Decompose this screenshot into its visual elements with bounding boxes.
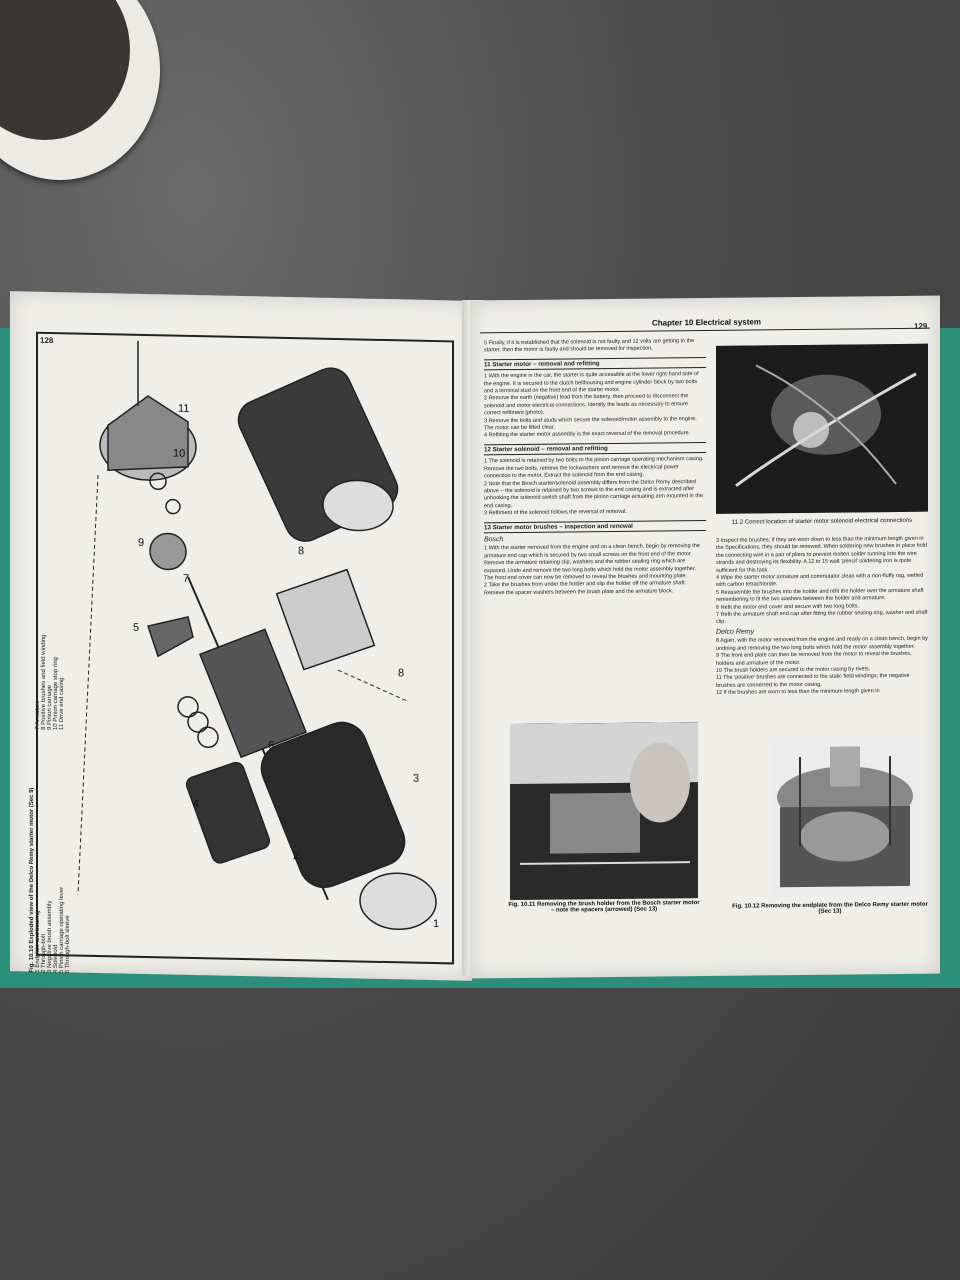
exploded-diagram: 11 10 9 7 8 5 6 4 3 2 1 8 <box>77 340 439 930</box>
callout-5: 5 <box>133 622 139 634</box>
photo-solenoid-connections <box>716 343 928 514</box>
callout-2: 2 <box>293 850 299 862</box>
bosch-text: 1 With the starter removed from the engi… <box>484 543 700 597</box>
callout-8b: 8 <box>398 667 404 679</box>
callout-10: 10 <box>173 448 185 460</box>
photo-bosch-brush-holder <box>510 722 698 901</box>
callout-4: 4 <box>193 798 199 810</box>
legend-item: 6 Through-bolt sleeve <box>65 915 71 974</box>
right-text-column: 3 Inspect the brushes; if they are worn … <box>716 536 930 700</box>
section-12-heading: 12 Starter solenoid – removal and refitt… <box>484 441 706 456</box>
left-page: 1 2 8 <box>10 291 472 981</box>
photo-delco-endplate <box>770 735 920 898</box>
delco-text: 8 Again, with the motor removed from the… <box>716 635 928 697</box>
fig-10-12-caption: Fig. 10.12 Removing the endplate from th… <box>732 901 928 915</box>
delco-subheading: Delco Remy <box>716 628 755 636</box>
section-11-heading: 11 Starter motor – removal and refitting <box>484 356 706 371</box>
right-page: Chapter 10 Electrical system 129 5 Final… <box>470 295 940 979</box>
chapter-title: Chapter 10 Electrical system <box>652 317 761 328</box>
section-12-text: 1 The solenoid is retained by two bolts … <box>484 456 704 517</box>
plate <box>0 0 160 180</box>
callout-9: 9 <box>138 537 144 549</box>
figure-legend: 1 Endplate and bearing 2 Through-bolt 3 … <box>35 493 71 974</box>
plate-inner <box>0 0 130 140</box>
callout-3: 3 <box>413 773 419 785</box>
callout-8: 8 <box>298 545 304 557</box>
callout-1: 1 <box>433 918 439 930</box>
bosch-subheading: Bosch <box>484 536 504 544</box>
photo-delco-image <box>777 746 913 888</box>
callout-11: 11 <box>178 403 189 415</box>
photo1-caption: 11.2 Correct location of starter motor s… <box>731 517 913 526</box>
legend-item: 11 Drive end casing <box>59 677 65 731</box>
intro-paragraph: 5 Finally, if it is established that the… <box>484 338 695 354</box>
left-text-column: 5 Finally, if it is established that the… <box>484 338 706 600</box>
fig-10-11-caption: Fig. 10.11 Removing the brush holder fro… <box>508 900 700 914</box>
brush-text: 3 Inspect the brushes; if they are worn … <box>716 535 928 626</box>
photo-bosch-image <box>510 722 698 901</box>
section-13-heading: 13 Starter motor brushes – inspection an… <box>484 519 706 534</box>
callout-6: 6 <box>268 740 274 752</box>
section-11-text: 1 With the engine in the car, the starte… <box>484 371 699 439</box>
photo-solenoid-image <box>716 343 928 514</box>
figure-caption-block: Fig. 10.10 Exploded view of the Delco Re… <box>29 493 71 974</box>
page-number-right: 129 <box>914 321 928 331</box>
header-rule <box>480 327 930 334</box>
callout-7: 7 <box>183 573 189 585</box>
